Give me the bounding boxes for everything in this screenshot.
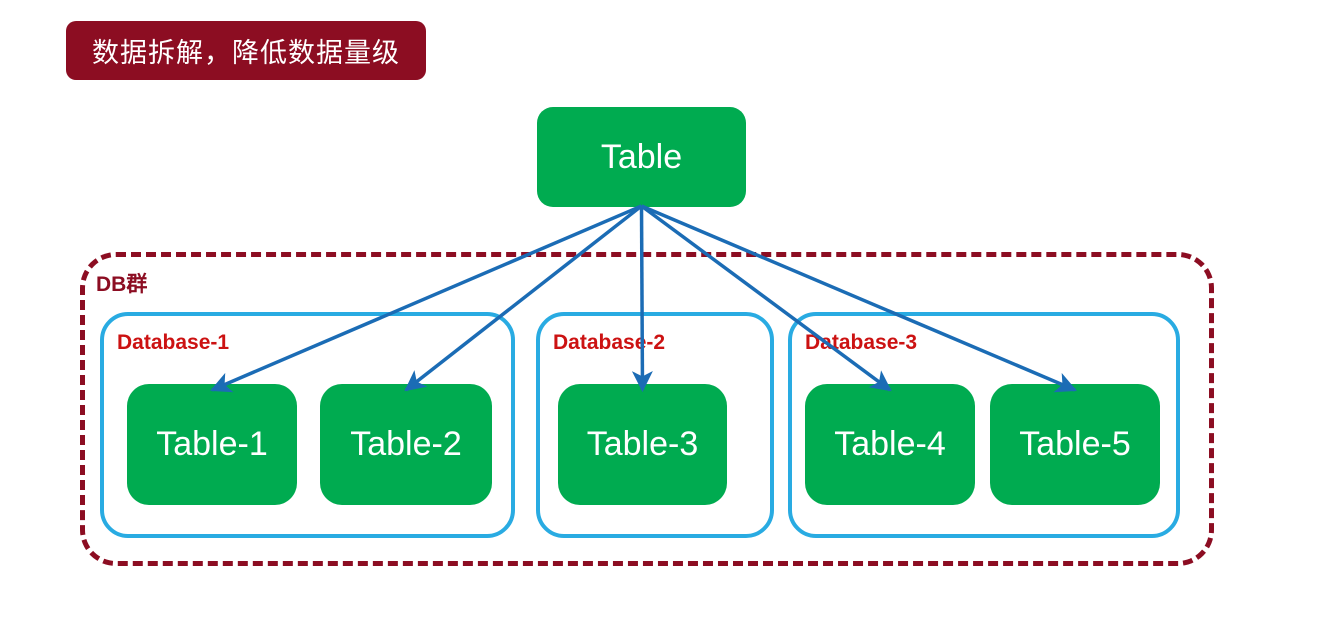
table-2-node: Table-2 (320, 384, 492, 505)
table-1-node: Table-1 (127, 384, 297, 505)
table-3-node: Table-3 (558, 384, 727, 505)
table-3-label: Table-3 (586, 425, 699, 463)
database-3-label: Database-3 (805, 331, 918, 354)
root-table-node: Table (537, 107, 746, 207)
db-group-label: DB群 (96, 273, 148, 296)
title-banner-label: 数据拆解，降低数据量级 (92, 38, 400, 69)
root-table-label: Table (600, 137, 683, 176)
table-4-label: Table-4 (834, 425, 946, 463)
table-5-node: Table-5 (990, 384, 1160, 505)
database-1-label: Database-1 (117, 331, 230, 354)
table-1-label: Table-1 (156, 425, 268, 463)
title-banner: 数据拆解，降低数据量级 (66, 21, 426, 80)
database-2-label: Database-2 (553, 331, 666, 354)
table-4-node: Table-4 (805, 384, 975, 505)
table-2-label: Table-2 (350, 425, 462, 463)
table-5-label: Table-5 (1019, 425, 1131, 463)
